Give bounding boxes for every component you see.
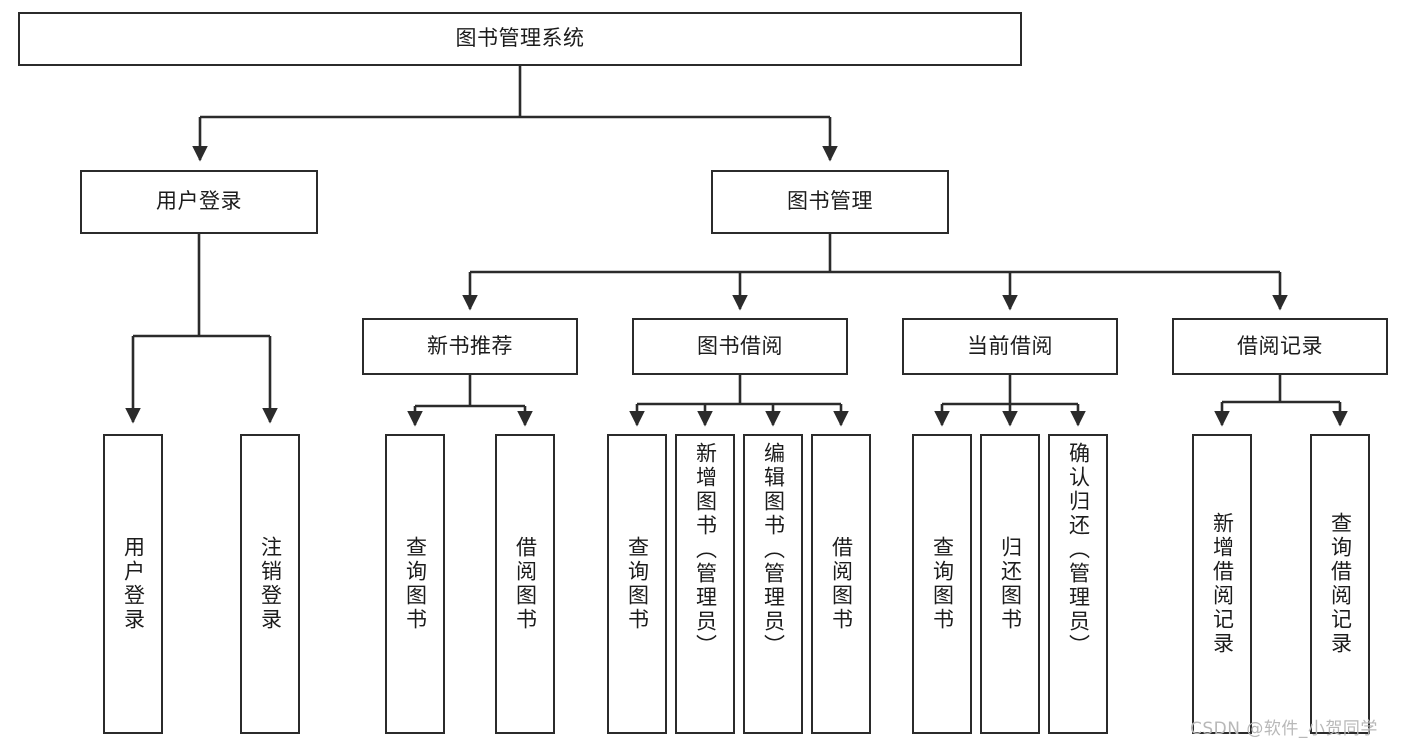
leaf-return-book[interactable]: 归还图书	[980, 434, 1040, 734]
leaf-add-book-label: 新增图书（管理员）	[693, 442, 718, 658]
node-book-borrow-label: 图书借阅	[697, 333, 783, 358]
leaf-query-record-label: 查询借阅记录	[1328, 512, 1353, 656]
leaf-borrow-book-1-label: 借阅图书	[513, 536, 538, 632]
leaf-borrow-book-1[interactable]: 借阅图书	[495, 434, 555, 734]
leaf-borrow-book-2-label: 借阅图书	[829, 536, 854, 632]
leaf-confirm-return[interactable]: 确认归还（管理员）	[1048, 434, 1108, 734]
leaf-query-book-3[interactable]: 查询图书	[912, 434, 972, 734]
leaf-query-book-3-label: 查询图书	[930, 536, 955, 632]
node-borrow-record[interactable]: 借阅记录	[1172, 318, 1388, 375]
leaf-return-book-label: 归还图书	[998, 536, 1023, 632]
node-user-login[interactable]: 用户登录	[80, 170, 318, 234]
leaf-add-record-label: 新增借阅记录	[1210, 512, 1235, 656]
leaf-query-book-1-label: 查询图书	[403, 536, 428, 632]
node-user-login-label: 用户登录	[156, 189, 242, 214]
leaf-query-book-2[interactable]: 查询图书	[607, 434, 667, 734]
node-new-book-recommend-label: 新书推荐	[427, 333, 513, 358]
node-book-borrow[interactable]: 图书借阅	[632, 318, 848, 375]
leaf-user-login[interactable]: 用户登录	[103, 434, 163, 734]
leaf-user-logout-label: 注销登录	[258, 536, 283, 632]
node-root[interactable]: 图书管理系统	[18, 12, 1022, 66]
leaf-query-book-1[interactable]: 查询图书	[385, 434, 445, 734]
node-book-manage-label: 图书管理	[787, 189, 873, 214]
leaf-edit-book-label: 编辑图书（管理员）	[761, 442, 786, 658]
node-book-manage[interactable]: 图书管理	[711, 170, 949, 234]
leaf-add-book[interactable]: 新增图书（管理员）	[675, 434, 735, 734]
node-borrow-record-label: 借阅记录	[1237, 333, 1323, 358]
leaf-add-record[interactable]: 新增借阅记录	[1192, 434, 1252, 734]
csdn-watermark: CSDN @软件_小贺同学	[1190, 719, 1378, 739]
leaf-query-book-2-label: 查询图书	[625, 536, 650, 632]
leaf-query-record[interactable]: 查询借阅记录	[1310, 434, 1370, 734]
leaf-confirm-return-label: 确认归还（管理员）	[1066, 442, 1091, 658]
leaf-edit-book[interactable]: 编辑图书（管理员）	[743, 434, 803, 734]
node-new-book-recommend[interactable]: 新书推荐	[362, 318, 578, 375]
node-current-borrow[interactable]: 当前借阅	[902, 318, 1118, 375]
leaf-user-logout[interactable]: 注销登录	[240, 434, 300, 734]
leaf-user-login-label: 用户登录	[121, 536, 146, 632]
leaf-borrow-book-2[interactable]: 借阅图书	[811, 434, 871, 734]
node-root-label: 图书管理系统	[455, 26, 585, 51]
node-current-borrow-label: 当前借阅	[967, 333, 1053, 358]
